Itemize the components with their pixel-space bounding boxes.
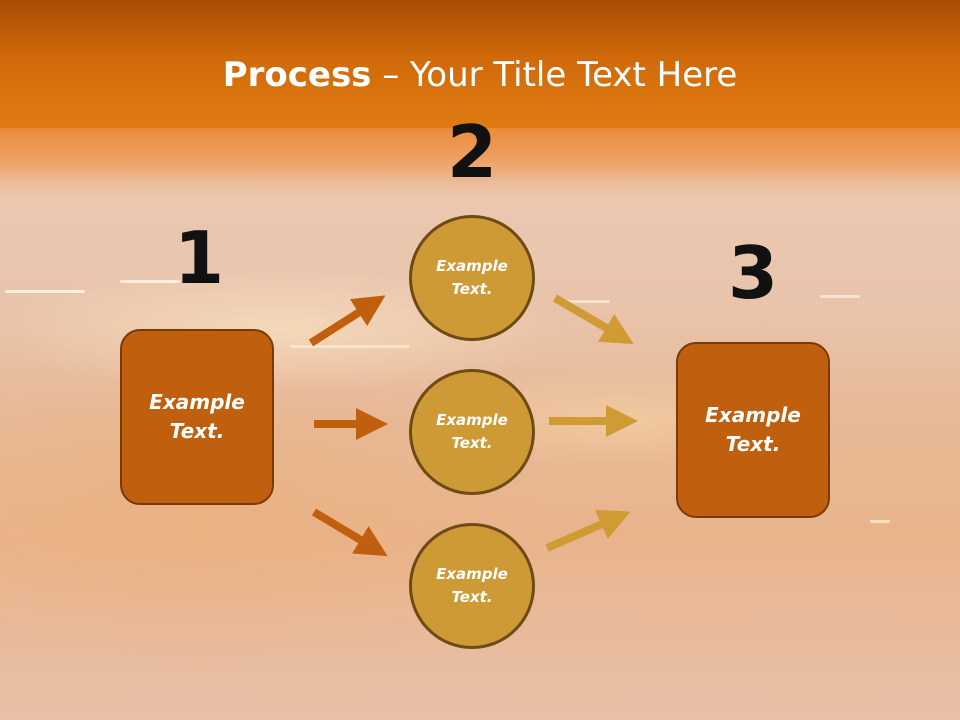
step-3-text: Example Text.: [705, 403, 801, 456]
light-streak: [5, 290, 85, 293]
slide-title: Process – Your Title Text Here: [0, 52, 960, 98]
arrow-down-left: [311, 508, 388, 557]
step-1-text: Example Text.: [149, 390, 245, 443]
arrow-up-right: [545, 509, 631, 552]
step-number-1: 1: [173, 216, 225, 300]
step-2-circle-top: Example Text.: [409, 215, 535, 341]
step-2-text-top: Example Text.: [436, 257, 508, 298]
step-number-2: 2: [446, 110, 498, 194]
title-bold: Process: [222, 55, 372, 95]
header-fade: [0, 128, 960, 198]
light-streak: [120, 280, 180, 283]
arrow-down-right: [552, 294, 634, 345]
step-3-box: Example Text.: [676, 342, 830, 518]
step-2-text-middle: Example Text.: [436, 411, 508, 452]
step-2-circle-bottom: Example Text.: [409, 523, 535, 649]
step-1-box: Example Text.: [120, 329, 274, 505]
step-2-circle-middle: Example Text.: [409, 369, 535, 495]
arrow-up-left: [308, 295, 386, 347]
light-streak: [290, 345, 410, 348]
step-number-3: 3: [727, 231, 779, 315]
title-rest: – Your Title Text Here: [371, 55, 738, 95]
header-band: [0, 0, 960, 130]
light-streak: [820, 295, 860, 298]
light-streak: [870, 520, 890, 523]
step-2-text-bottom: Example Text.: [436, 565, 508, 606]
light-streak: [560, 300, 610, 303]
